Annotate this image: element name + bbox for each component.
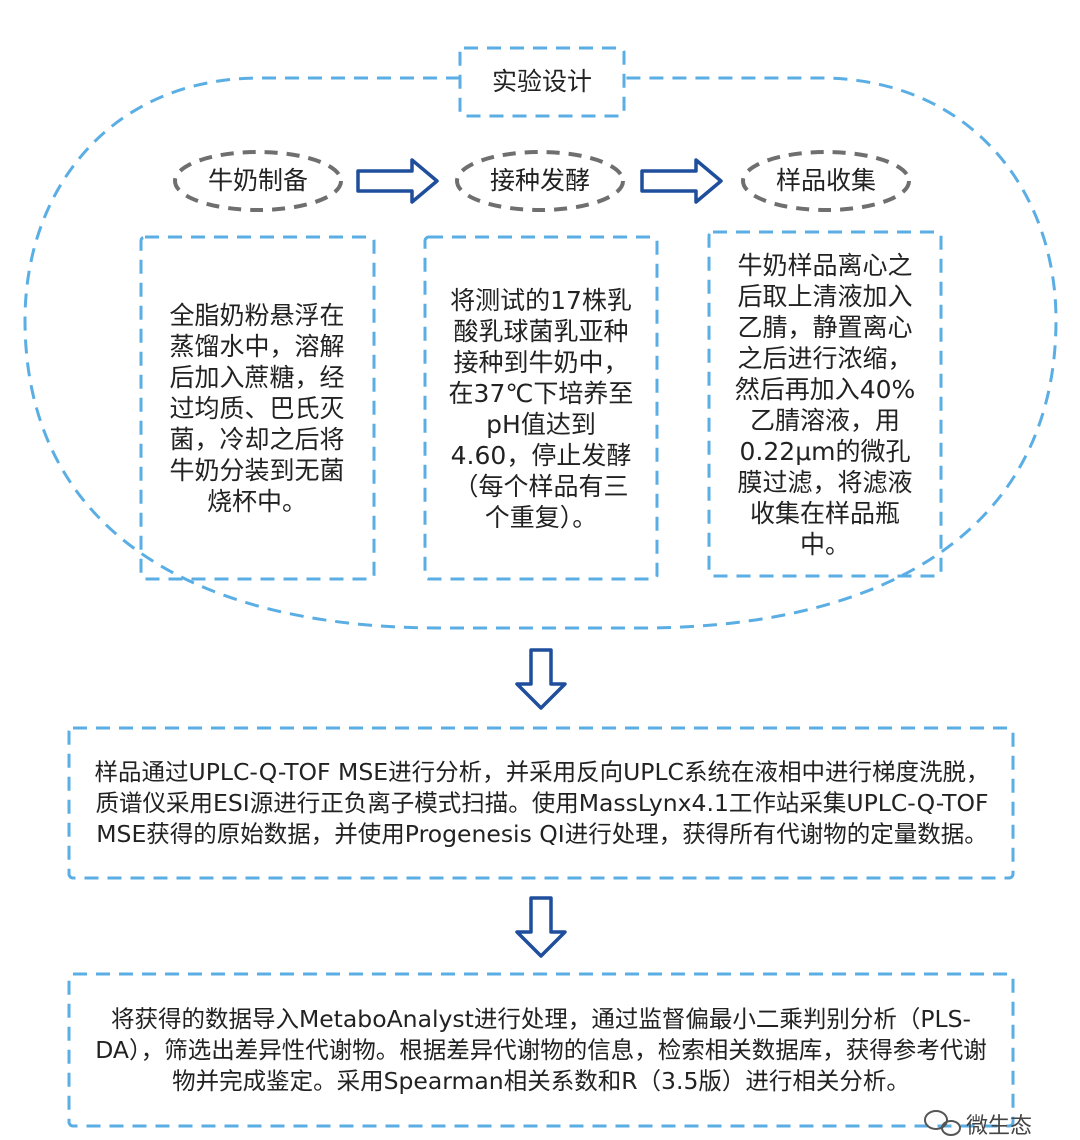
step-label-1: 牛奶制备 [207,166,308,195]
step-label-2: 接种发酵 [489,166,590,195]
watermark-text: 微生态 [966,1114,1033,1139]
step-text-1: 全脂奶粉悬浮在蒸馏水中，溶解后加入蔗糖，经过均质、巴氏灭菌，冷却之后将牛奶分装到… [169,301,345,516]
diagram-title: 实验设计 [491,67,592,96]
step-ellipse-3 [741,150,911,212]
chat-bubble-icon [924,1110,961,1136]
right-arrow-1 [356,158,439,204]
stats-text: 将获得的数据导入MetaboAnalyst进行处理，通过监督偏最小二乘判别分析（… [95,1004,987,1095]
step-label-3: 样品收集 [775,166,876,195]
right-arrow-2 [640,158,723,204]
analysis-text: 样品通过UPLC-Q-TOF MSE进行分析，并采用反向UPLC系统在液相中进行… [94,757,990,848]
stats-box [67,972,1015,1128]
down-arrow-1 [515,648,567,710]
down-arrow-2 [515,896,567,958]
step-box-1 [139,235,376,581]
step-ellipse-2 [455,150,625,212]
step-box-2 [423,235,659,581]
analysis-box [67,726,1015,880]
step-text-3: 牛奶样品离心之后取上清液加入乙腈，静置离心之后进行浓缩，然后再加入40%乙腈溶液… [734,251,916,559]
step-ellipse-1 [173,150,343,212]
title-box [458,46,626,118]
step-text-2: 将测试的17株乳酸乳球菌乳亚种接种到牛奶中，在37℃下培养至pH值达到4.60，… [448,286,634,532]
step-box-3 [707,230,943,578]
